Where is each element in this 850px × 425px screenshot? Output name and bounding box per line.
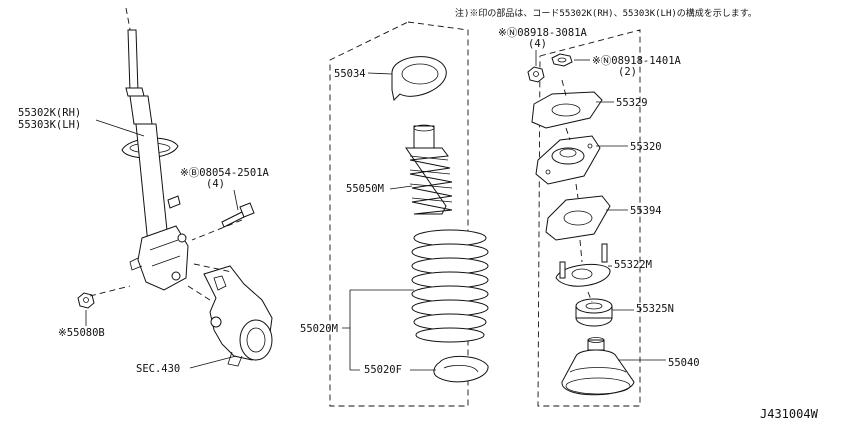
bolt-08054-2501a <box>221 202 255 228</box>
strut-assembly <box>121 7 189 291</box>
label-55320: 55320 <box>630 141 662 153</box>
label-bolt: ※Ⓑ08054-2501A <box>180 167 270 179</box>
label-55322m: 55322M <box>614 259 652 271</box>
label-55302k: 55302K(RH) <box>18 107 81 119</box>
part-55020f <box>433 356 489 383</box>
label-nut-08918-1401a: ※Ⓝ08918-1401A <box>592 55 682 67</box>
diagram-code: J431004W <box>760 407 819 421</box>
label-55329: 55329 <box>616 97 648 109</box>
label-nut1-qty: (4) <box>528 38 547 50</box>
label-55325n: 55325N <box>636 303 674 315</box>
label-55394: 55394 <box>630 205 662 217</box>
label-sec-430: SEC.430 <box>136 363 180 375</box>
header-note: 注)※印の部品は、コード55302K(RH)、55303K(LH)の構成を示しま… <box>455 7 757 19</box>
label-55020m: 55020M <box>300 323 338 335</box>
steering-knuckle <box>203 265 273 367</box>
label-nut2-qty: (2) <box>618 66 637 78</box>
nut-08918-1401a <box>551 53 573 67</box>
part-55322m <box>555 243 611 287</box>
part-55020m <box>411 229 489 343</box>
label-nut-08918-3081a: ※Ⓝ08918-3081A <box>498 27 588 39</box>
label-55020f: 55020F <box>364 364 402 376</box>
part-55040 <box>561 337 635 396</box>
label-bolt-qty: (4) <box>206 178 225 190</box>
part-55320 <box>535 135 601 185</box>
part-55050m <box>405 124 453 215</box>
label-55303k: 55303K(LH) <box>18 119 81 131</box>
label-55034: 55034 <box>334 68 366 80</box>
part-55325n <box>575 298 613 327</box>
group-frame-middle <box>329 21 469 407</box>
part-55329 <box>531 91 603 129</box>
label-55050m: 55050M <box>346 183 384 195</box>
label-55080b: ※55080B <box>58 327 105 339</box>
part-55034 <box>391 56 447 102</box>
nut-08918-3081a <box>527 66 545 83</box>
part-55394 <box>545 195 611 241</box>
label-55040: 55040 <box>668 357 700 369</box>
nut-55080b <box>77 292 95 309</box>
